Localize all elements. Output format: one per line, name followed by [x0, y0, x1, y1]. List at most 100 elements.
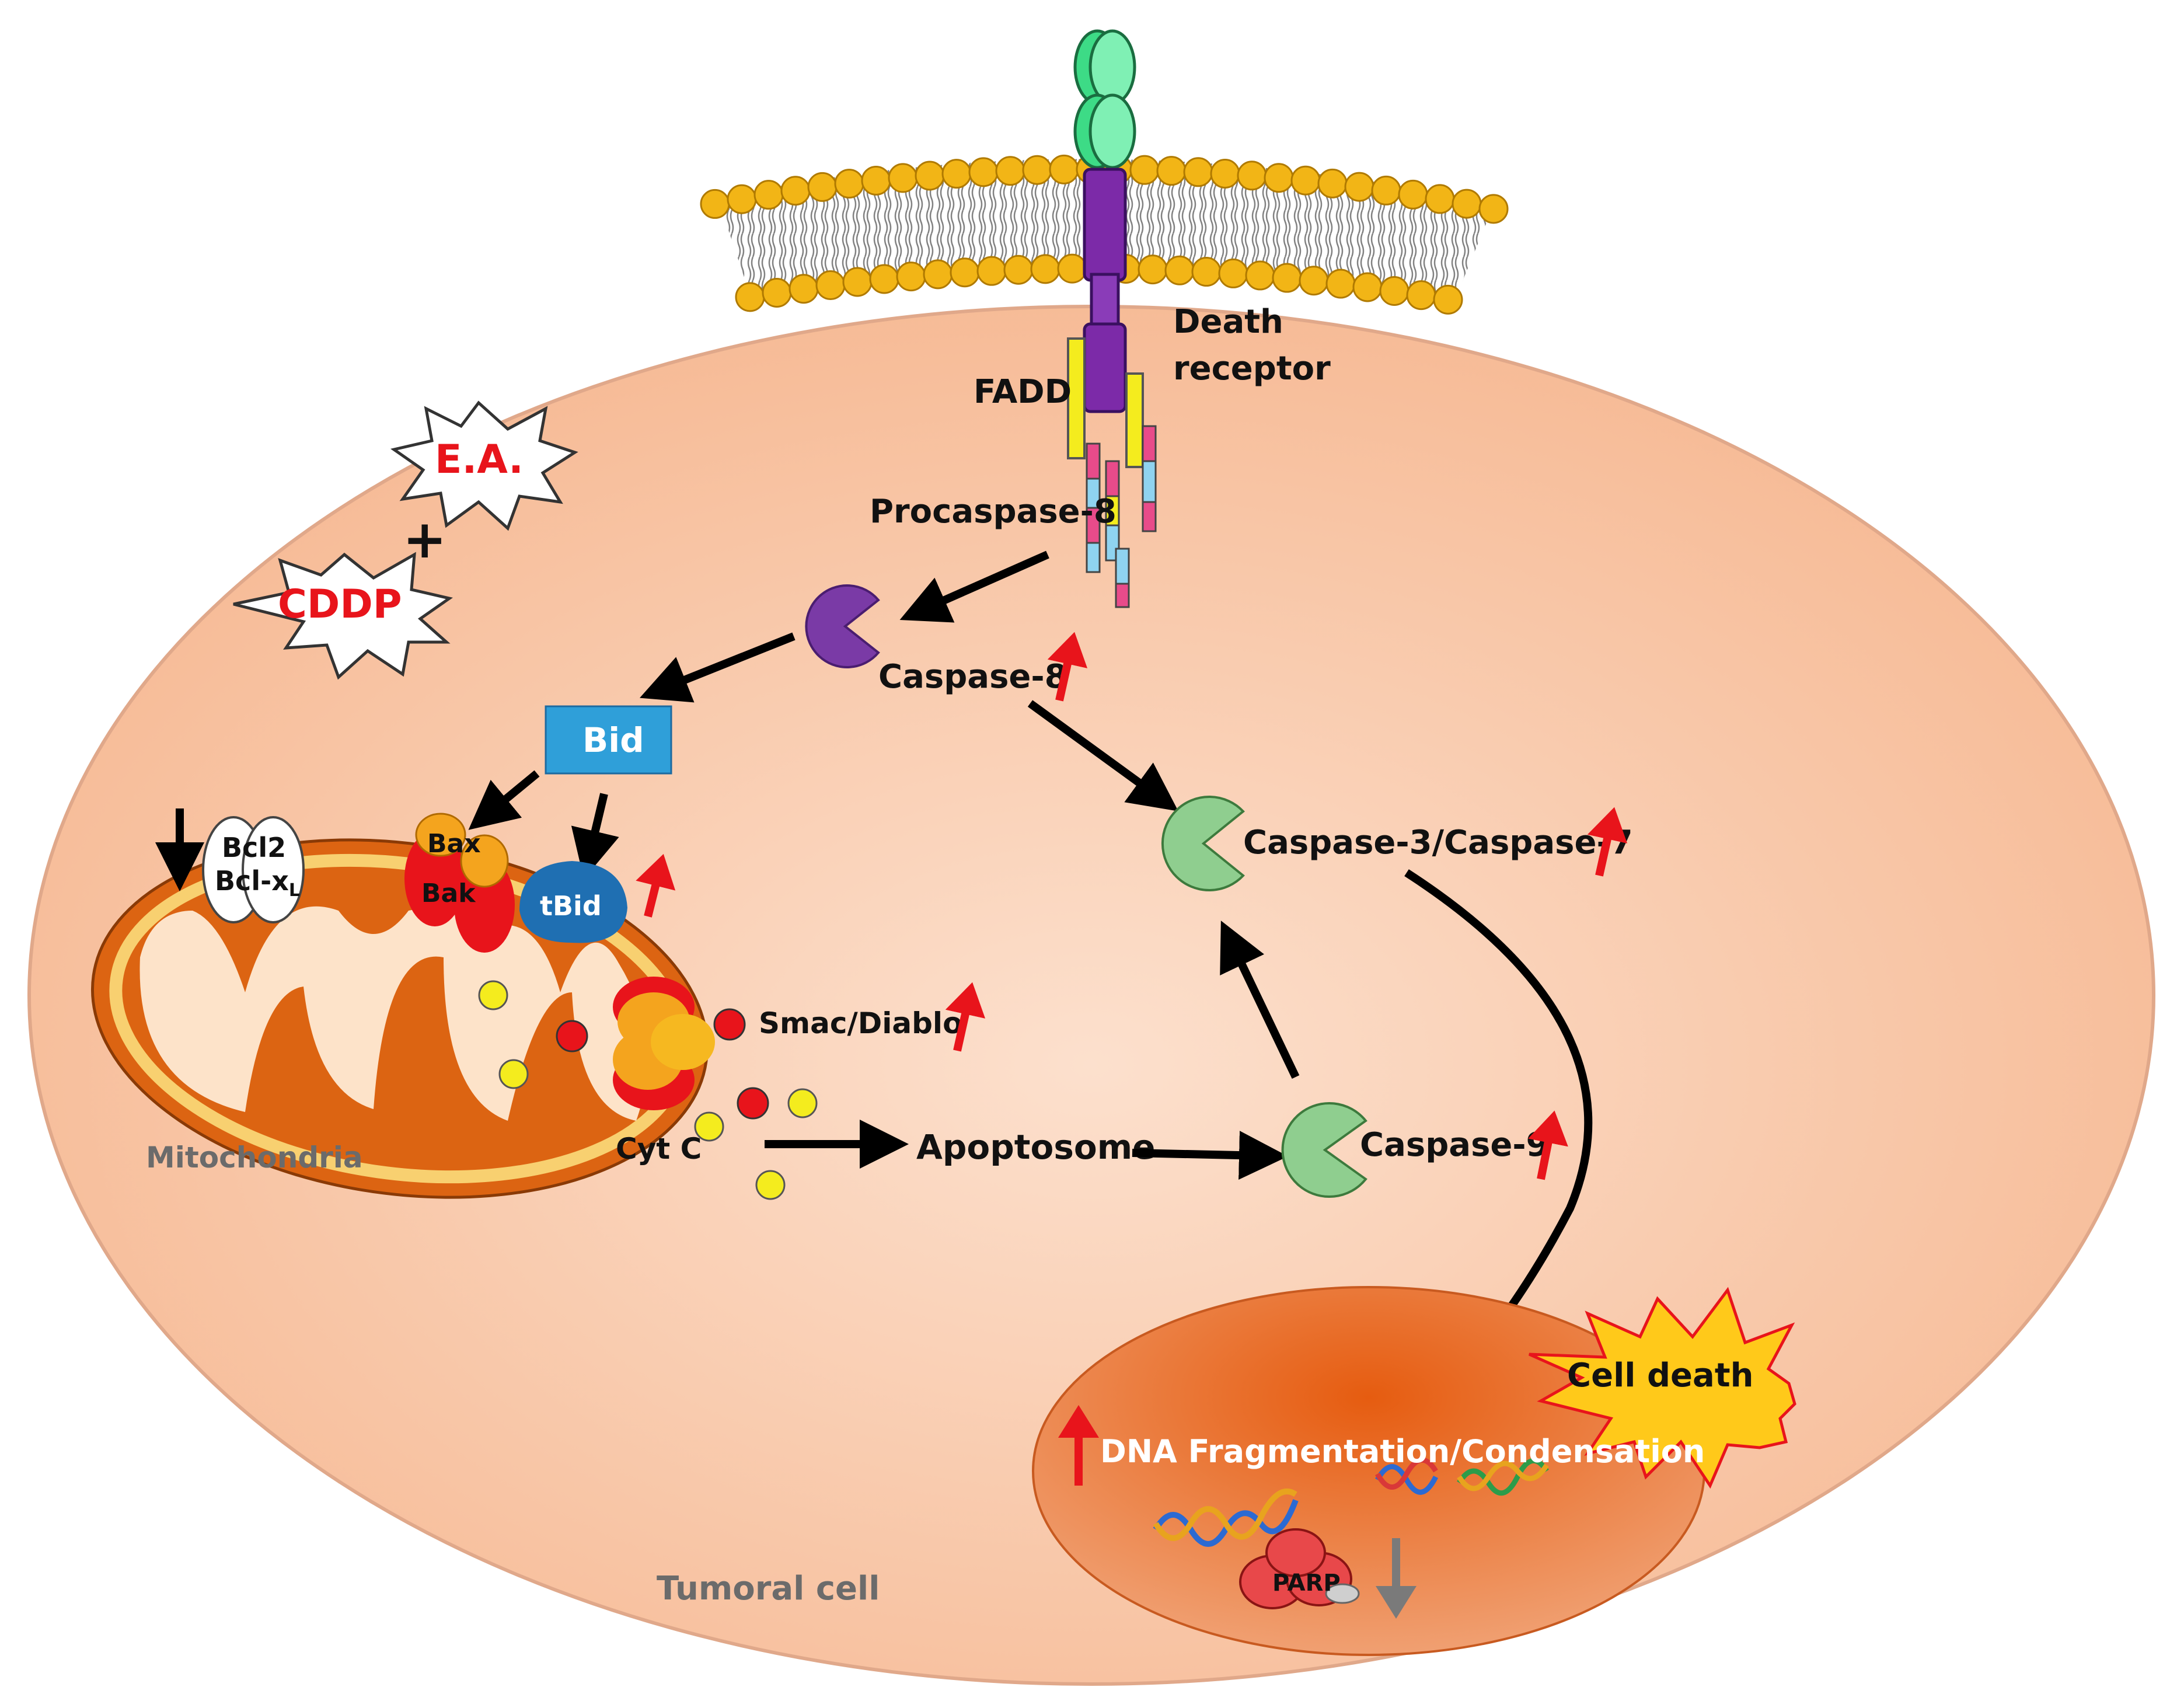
phospholipid-head: [1183, 157, 1213, 187]
phospholipid-head: [1290, 165, 1321, 196]
cddp-label: CDDP: [278, 581, 402, 628]
phospholipid-head: [1478, 194, 1509, 224]
death-receptor-label-line2: receptor: [1173, 350, 1331, 388]
arrow-bid-to-baxbak: [468, 770, 540, 830]
up-arrow-smac: [945, 982, 986, 1052]
phospholipid-head: [1218, 258, 1248, 288]
tbid-label: tBid: [540, 890, 602, 922]
parp-label: PARP: [1272, 1570, 1341, 1597]
arrow-procaspase-to-caspase8: [899, 550, 1049, 623]
caspase-3-7-label: Caspase-3/Caspase-7: [1243, 824, 1633, 862]
bak-label: Bak: [421, 879, 476, 908]
bax-label: Bax: [427, 829, 481, 859]
phospholipid-head: [762, 278, 792, 308]
up-arrow-tbid: [636, 853, 676, 918]
phospholipid-head: [861, 165, 891, 196]
phospholipid-head: [780, 176, 811, 206]
ea-starburst: [390, 400, 578, 531]
phospholipid-head: [1425, 184, 1455, 214]
cytochrome-c-molecules: [478, 980, 818, 1200]
phospholipid-head: [869, 264, 899, 294]
up-arrow-caspase9: [1528, 1110, 1568, 1180]
phospholipid-head: [735, 282, 765, 312]
phospholipid-head: [1156, 156, 1187, 186]
phospholipid-head: [1344, 172, 1374, 202]
phospholipid-head: [1433, 284, 1463, 315]
phospholipid-head: [915, 161, 945, 191]
phospholipid-head: [1022, 155, 1052, 185]
phospholipid-head: [1452, 189, 1482, 219]
phospholipid-head: [1379, 276, 1410, 306]
phospholipid-head: [1398, 179, 1428, 210]
phospholipid-head: [1325, 269, 1356, 299]
phospholipid-head: [1264, 163, 1294, 193]
arrow-caspase8-to-caspase37: [1027, 700, 1178, 811]
dna-fragmentation-label: DNA Fragmentation/Condensation: [1100, 1433, 1705, 1470]
death-receptor-label-line1: Death: [1173, 303, 1283, 341]
phospholipid-head: [700, 189, 730, 219]
cell-death-starburst: [1528, 1287, 1796, 1489]
apoptosome-label: Apoptosome: [916, 1127, 1155, 1167]
phospholipid-head: [941, 159, 972, 189]
up-arrow-caspase37: [1587, 807, 1628, 877]
caspase-3-7-shape: [1161, 796, 1245, 891]
phospholipid-head: [1129, 155, 1160, 185]
phospholipid-head: [1210, 158, 1240, 189]
phospholipid-head: [727, 184, 757, 214]
arrow-caspase8-to-bid: [640, 632, 796, 703]
ea-label: E.A.: [435, 437, 524, 483]
cddp-starburst: [233, 552, 453, 680]
mitochondria-label: Mitochondria: [146, 1141, 363, 1174]
phospholipid-head: [1003, 255, 1034, 285]
phospholipid-head: [1057, 253, 1087, 284]
phospholipid-head: [976, 256, 1007, 286]
bax-bak-complex: [404, 813, 515, 953]
phospholipid-head: [815, 270, 846, 301]
cyt-c-label: Cyt C: [616, 1132, 702, 1166]
phospholipid-head: [1237, 161, 1267, 191]
phospholipid-head: [896, 262, 926, 292]
mitochondrial-pore: [613, 977, 715, 1110]
caspase-8-shape: [805, 584, 880, 668]
phospholipid-head: [1245, 260, 1275, 291]
death-receptor: [1073, 29, 1136, 413]
phospholipid-head: [789, 274, 819, 304]
phospholipid-head: [1138, 255, 1168, 285]
phospholipid-head: [1317, 168, 1348, 198]
phospholipid-head: [1299, 266, 1329, 296]
arrow-caspase9-to-caspase37: [1220, 921, 1300, 1079]
phospholipid-head: [1049, 154, 1079, 184]
phospholipid-head: [923, 259, 953, 290]
procaspase-8: [1086, 425, 1157, 608]
phospholipid-head: [1352, 272, 1383, 302]
phospholipid-head: [842, 267, 873, 297]
tumoral-cell-label: Tumoral cell: [657, 1570, 880, 1608]
bid-box: [545, 705, 672, 775]
caspase-8-label: Caspase-8: [878, 658, 1067, 696]
dna-strands: [1153, 1457, 1549, 1547]
parp-shape: [1239, 1528, 1360, 1609]
smac-diablo-label: Smac/Diablo: [759, 1006, 962, 1040]
phospholipid-head: [968, 157, 999, 187]
tbid-shape: [519, 861, 627, 943]
phospholipid-head: [1272, 263, 1302, 293]
phospholipid-head: [1191, 257, 1222, 287]
cell-death-label: Cell death: [1567, 1357, 1753, 1395]
phospholipid-head: [1030, 254, 1060, 284]
fadd-label: FADD: [974, 373, 1072, 411]
bclxl-label: Bcl-xL: [215, 865, 300, 901]
smac-diablo-molecules: [556, 1008, 769, 1120]
procaspase-8-label: Procaspase-8: [870, 493, 1117, 531]
fadd-adaptor: [1067, 337, 1144, 468]
phospholipid-head: [753, 180, 784, 210]
bclxl-shape: [242, 816, 305, 923]
phospholipid-head: [1406, 280, 1436, 311]
bcl2-label: Bcl2: [222, 832, 286, 863]
up-arrow-caspase8: [1047, 632, 1088, 702]
bid-label: Bid: [582, 720, 644, 760]
phospholipid-head: [807, 172, 838, 202]
phospholipid-head: [1164, 255, 1195, 285]
arrow-bid-to-tbid: [571, 793, 619, 879]
caspase-9-shape: [1281, 1102, 1367, 1198]
